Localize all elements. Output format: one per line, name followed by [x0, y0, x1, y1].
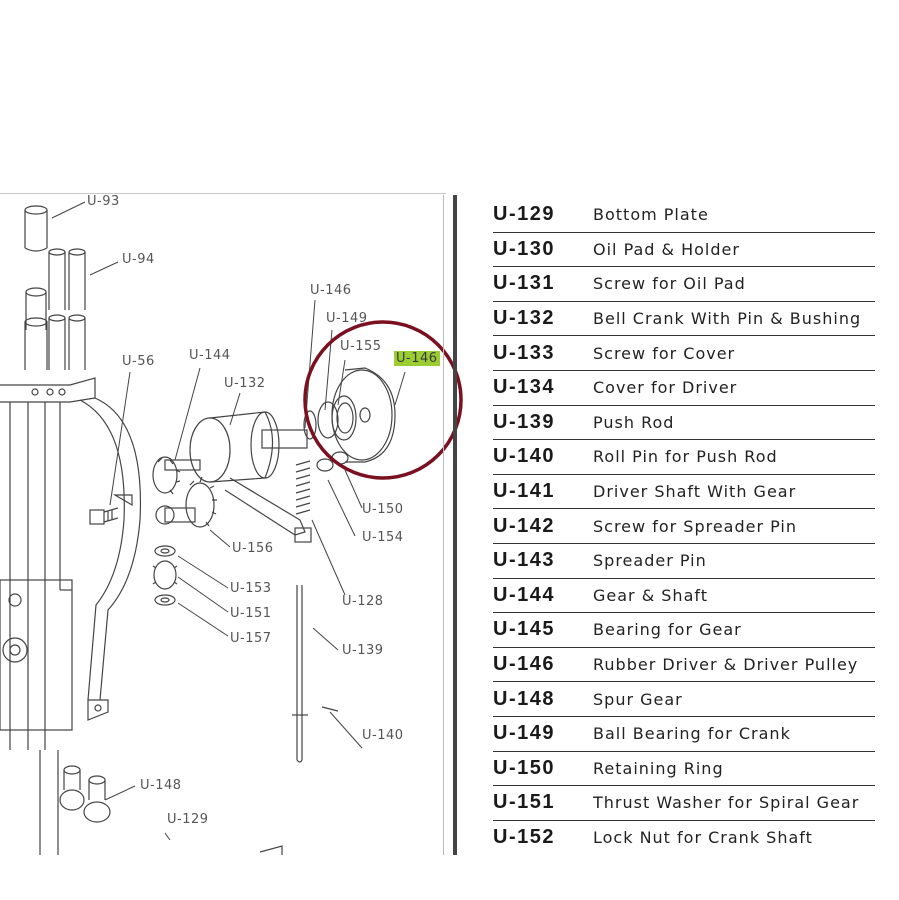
part-description: Ball Bearing for Crank [593, 724, 791, 744]
callout-u140: U-140 [362, 728, 404, 743]
callout-u148: U-148 [140, 778, 182, 793]
part-row: U-129 Bottom Plate [493, 198, 875, 233]
part-code: U-134 [493, 376, 555, 399]
part-row: U-145 Bearing for Gear [493, 613, 875, 648]
part-code: U-152 [493, 826, 555, 849]
callout-u128: U-128 [342, 594, 384, 609]
part-u93-sleeve [24, 205, 48, 252]
part-row: U-132 Bell Crank With Pin & Bushing [493, 302, 875, 337]
part-code: U-132 [493, 307, 555, 330]
part-row: U-134 Cover for Driver [493, 371, 875, 406]
part-code: U-149 [493, 722, 555, 745]
exploded-diagram [0, 201, 463, 855]
callout-u154: U-154 [362, 530, 404, 545]
callout-u150: U-150 [362, 502, 404, 517]
callout-u155: U-155 [340, 339, 382, 354]
highlight-circle [303, 320, 463, 480]
part-code: U-130 [493, 237, 555, 260]
part-row: U-148 Spur Gear [493, 682, 875, 717]
part-code: U-129 [493, 203, 555, 226]
part-u132-bell-crank [189, 411, 312, 543]
part-u56-screw [89, 507, 119, 525]
part-code: U-141 [493, 480, 555, 503]
part-description: Gear & Shaft [593, 585, 708, 605]
part-frame [0, 377, 142, 855]
part-description: Oil Pad & Holder [593, 239, 740, 259]
callout-u156: U-156 [232, 541, 274, 556]
part-code: U-133 [493, 341, 555, 364]
top-rule [0, 193, 446, 194]
part-u144-gear [152, 456, 201, 495]
part-u156-gear [155, 476, 217, 528]
part-spring [295, 460, 311, 515]
callout-u153: U-153 [230, 581, 272, 596]
part-row: U-149 Ball Bearing for Crank [493, 717, 875, 752]
part-description: Roll Pin for Push Rod [593, 447, 778, 467]
part-row: U-146 Rubber Driver & Driver Pulley [493, 648, 875, 683]
callout-u144: U-144 [189, 348, 231, 363]
part-code: U-140 [493, 445, 555, 468]
page-divider [453, 195, 457, 855]
callout-u93: U-93 [87, 194, 120, 209]
part-row: U-144 Gear & Shaft [493, 579, 875, 614]
part-code: U-148 [493, 687, 555, 710]
part-code: U-143 [493, 549, 555, 572]
part-row: U-142 Screw for Spreader Pin [493, 509, 875, 544]
callout-u146-top: U-146 [310, 283, 352, 298]
callout-u157: U-157 [230, 631, 272, 646]
part-code: U-131 [493, 272, 555, 295]
part-u148-spur-gear [59, 765, 283, 855]
part-row: U-151 Thrust Washer for Spiral Gear [493, 786, 875, 821]
part-code: U-150 [493, 756, 555, 779]
part-row: U-130 Oil Pad & Holder [493, 233, 875, 268]
part-description: Bell Crank With Pin & Bushing [593, 309, 862, 329]
part-description: Bottom Plate [593, 205, 709, 225]
part-row: U-141 Driver Shaft With Gear [493, 475, 875, 510]
callout-u129: U-129 [167, 812, 209, 827]
part-description: Screw for Cover [593, 343, 736, 363]
part-row: U-150 Retaining Ring [493, 752, 875, 787]
part-description: Rubber Driver & Driver Pulley [593, 655, 859, 675]
part-description: Driver Shaft With Gear [593, 482, 797, 502]
callout-u146-highlighted: U-146 [394, 351, 440, 366]
part-code: U-145 [493, 618, 555, 641]
page-gutter-line [443, 195, 444, 855]
part-description: Lock Nut for Crank Shaft [593, 828, 813, 848]
part-row: U-140 Roll Pin for Push Rod [493, 440, 875, 475]
callout-u139: U-139 [342, 643, 384, 658]
part-description: Screw for Oil Pad [593, 274, 746, 294]
part-code: U-144 [493, 583, 555, 606]
part-row: U-131 Screw for Oil Pad [493, 267, 875, 302]
part-row: U-133 Screw for Cover [493, 336, 875, 371]
part-u146-driver-pulley [303, 367, 396, 472]
leader-lines [51, 201, 406, 841]
part-code: U-139 [493, 410, 555, 433]
part-description: Thrust Washer for Spiral Gear [593, 793, 860, 813]
part-description: Spreader Pin [593, 551, 707, 571]
part-description: Spur Gear [593, 689, 683, 709]
part-code: U-146 [493, 653, 555, 676]
part-code: U-151 [493, 791, 555, 814]
callout-u56: U-56 [122, 354, 155, 369]
part-code: U-142 [493, 514, 555, 537]
part-row: U-143 Spreader Pin [493, 544, 875, 579]
part-row: U-139 Push Rod [493, 406, 875, 441]
part-description: Cover for Driver [593, 378, 738, 398]
callout-u132: U-132 [224, 376, 266, 391]
part-row: U-152 Lock Nut for Crank Shaft [493, 821, 875, 856]
part-description: Screw for Spreader Pin [593, 516, 798, 536]
part-description: Push Rod [593, 412, 675, 432]
part-washers [152, 545, 178, 606]
part-u94-tubes [24, 248, 86, 370]
callout-u151: U-151 [230, 606, 272, 621]
callout-u149: U-149 [326, 311, 368, 326]
part-u139-push-rod [292, 585, 339, 763]
part-description: Retaining Ring [593, 758, 724, 778]
part-description: Bearing for Gear [593, 620, 742, 640]
callout-u94: U-94 [122, 252, 155, 267]
